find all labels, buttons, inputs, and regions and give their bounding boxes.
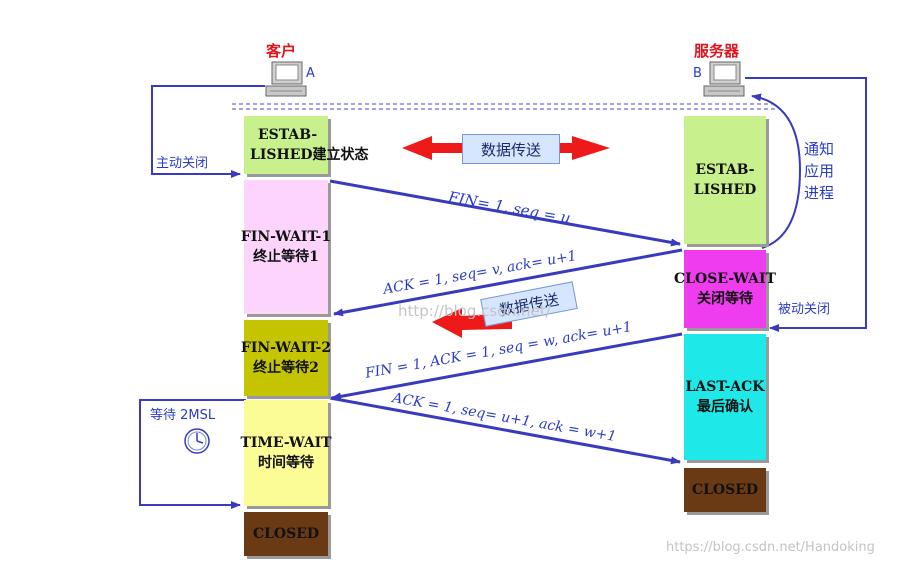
clock-icon [184, 428, 210, 454]
client-time-wait-state: TIME-WAIT 时间等待 [240, 400, 332, 506]
fin-ack-arrow [331, 332, 683, 401]
server-closed-state: CLOSED [684, 468, 766, 512]
server-established-state: ESTAB- LISHED [684, 116, 766, 244]
ack-arrow [333, 248, 683, 317]
fin-arrow [329, 179, 681, 247]
wait-2msl-arrow [139, 399, 246, 509]
client-label: 客户 [266, 42, 297, 60]
watermark-corner: https://blog.csdn.net/Handoking [666, 540, 875, 555]
passive-close-label: 被动关闭 [778, 302, 831, 317]
client-closed-state: CLOSED [244, 512, 328, 556]
client-established-state: ESTAB- LISHED建立状态 [244, 116, 369, 174]
notify-process-arrow [751, 93, 802, 249]
data-transfer-badge-1: 数据传送 [462, 134, 560, 164]
client-fin-wait-1-state: FIN-WAIT-1 终止等待1 [241, 180, 331, 314]
notify-line-2: 应用 [804, 162, 835, 180]
client-letter: A [306, 66, 315, 81]
active-close-label: 主动关闭 [156, 156, 209, 171]
notify-process-label: 通知 应用 进程 [804, 138, 834, 204]
passive-close-arrow [745, 77, 867, 332]
notify-line-3: 进程 [804, 184, 835, 202]
wait-2msl-label: 等待 2MSL [150, 408, 216, 423]
notify-line-1: 通知 [804, 140, 835, 158]
server-close-wait-state: CLOSE-WAIT 关闭等待 [674, 250, 776, 328]
server-label: 服务器 [694, 42, 740, 60]
client-computer-icon [265, 61, 307, 97]
server-computer-icon [703, 61, 745, 97]
server-letter: B [693, 66, 702, 81]
active-close-arrow [151, 85, 265, 178]
server-last-ack-state: LAST-ACK 最后确认 [684, 334, 766, 460]
final-ack-arrow [329, 396, 681, 465]
client-fin-wait-2-state: FIN-WAIT-2 终止等待2 [241, 320, 331, 396]
watermark-center: http://blog.csdn.net/ [398, 302, 551, 320]
